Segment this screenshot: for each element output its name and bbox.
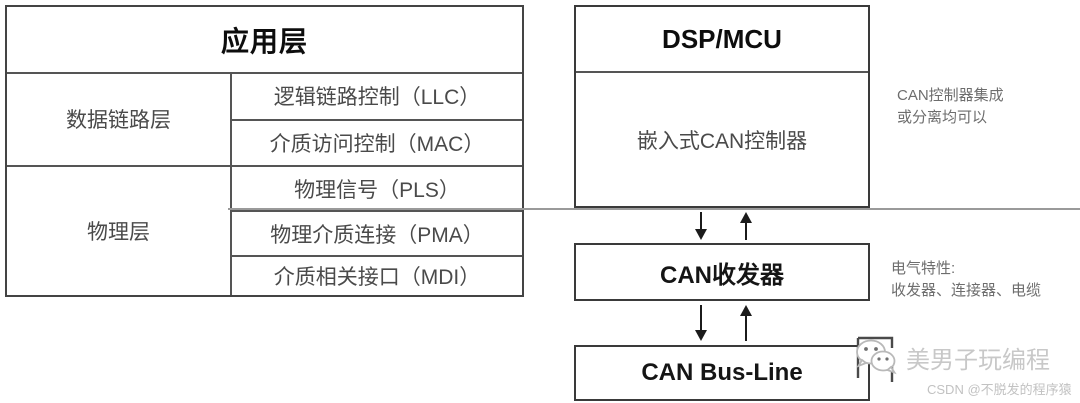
dsp-mcu-box: DSP/MCU 嵌入式CAN控制器: [574, 5, 870, 208]
can-bus-line-box: CAN Bus-Line: [574, 345, 870, 401]
arrow-bus-to-transceiver: [739, 305, 753, 341]
data-link-layer-name-cell: 数据链路层: [66, 108, 171, 132]
can-bus-line-label: CAN Bus-Line: [641, 359, 803, 386]
table-rule-llc-mac: [232, 119, 522, 121]
physical-layer-name-cell: 物理层: [87, 221, 150, 244]
table-rule-header: [7, 72, 522, 74]
can-transceiver-box: CAN收发器: [574, 243, 870, 301]
can-controller-note: CAN控制器集成 或分离均可以: [897, 87, 1004, 126]
arrow-transceiver-to-mcu: [739, 212, 753, 240]
arrow-mcu-to-transceiver: [694, 212, 708, 240]
watermark: 美男子玩编程 CSDN @不脱发的程序猿: [852, 334, 1080, 400]
table-column-divider: [230, 72, 232, 295]
arrow-transceiver-to-bus: [694, 305, 708, 341]
sublayer-cell-pma: 物理介质连接（PMA）: [270, 223, 484, 247]
wechat-logo-icon: [852, 334, 900, 382]
application-layer-cell: 应用层: [220, 25, 308, 57]
can-transceiver-label: CAN收发器: [660, 261, 784, 289]
electrical-characteristics-note: 电气特性: 收发器、连接器、电缆: [891, 260, 1042, 299]
watermark-account-name: 美男子玩编程: [906, 347, 1050, 374]
sublayer-cell-pls: 物理信号（PLS）: [294, 178, 460, 202]
table-rule-pls-pma: [232, 210, 522, 212]
dsp-mcu-title: DSP/MCU: [662, 23, 782, 54]
table-rule-datalink-physical: [7, 165, 522, 167]
sublayer-cell-mdi: 介质相关接口（MDI）: [273, 266, 481, 289]
sublayer-cell-mac: 介质访问控制（MAC）: [269, 133, 485, 156]
osi-layer-table: 应用层 数据链路层 逻辑链路控制（LLC） 介质访问控制（MAC） 物理层 物理…: [5, 5, 524, 297]
watermark-credit: CSDN @不脱发的程序猿: [927, 382, 1072, 397]
dsp-mcu-inner-rule: [576, 71, 868, 73]
embedded-can-controller-label: 嵌入式CAN控制器: [636, 129, 808, 153]
sublayer-cell-llc: 逻辑链路控制（LLC）: [273, 85, 481, 109]
table-rule-pma-mdi: [232, 255, 522, 257]
physical-layer-split-line: [228, 208, 1080, 210]
